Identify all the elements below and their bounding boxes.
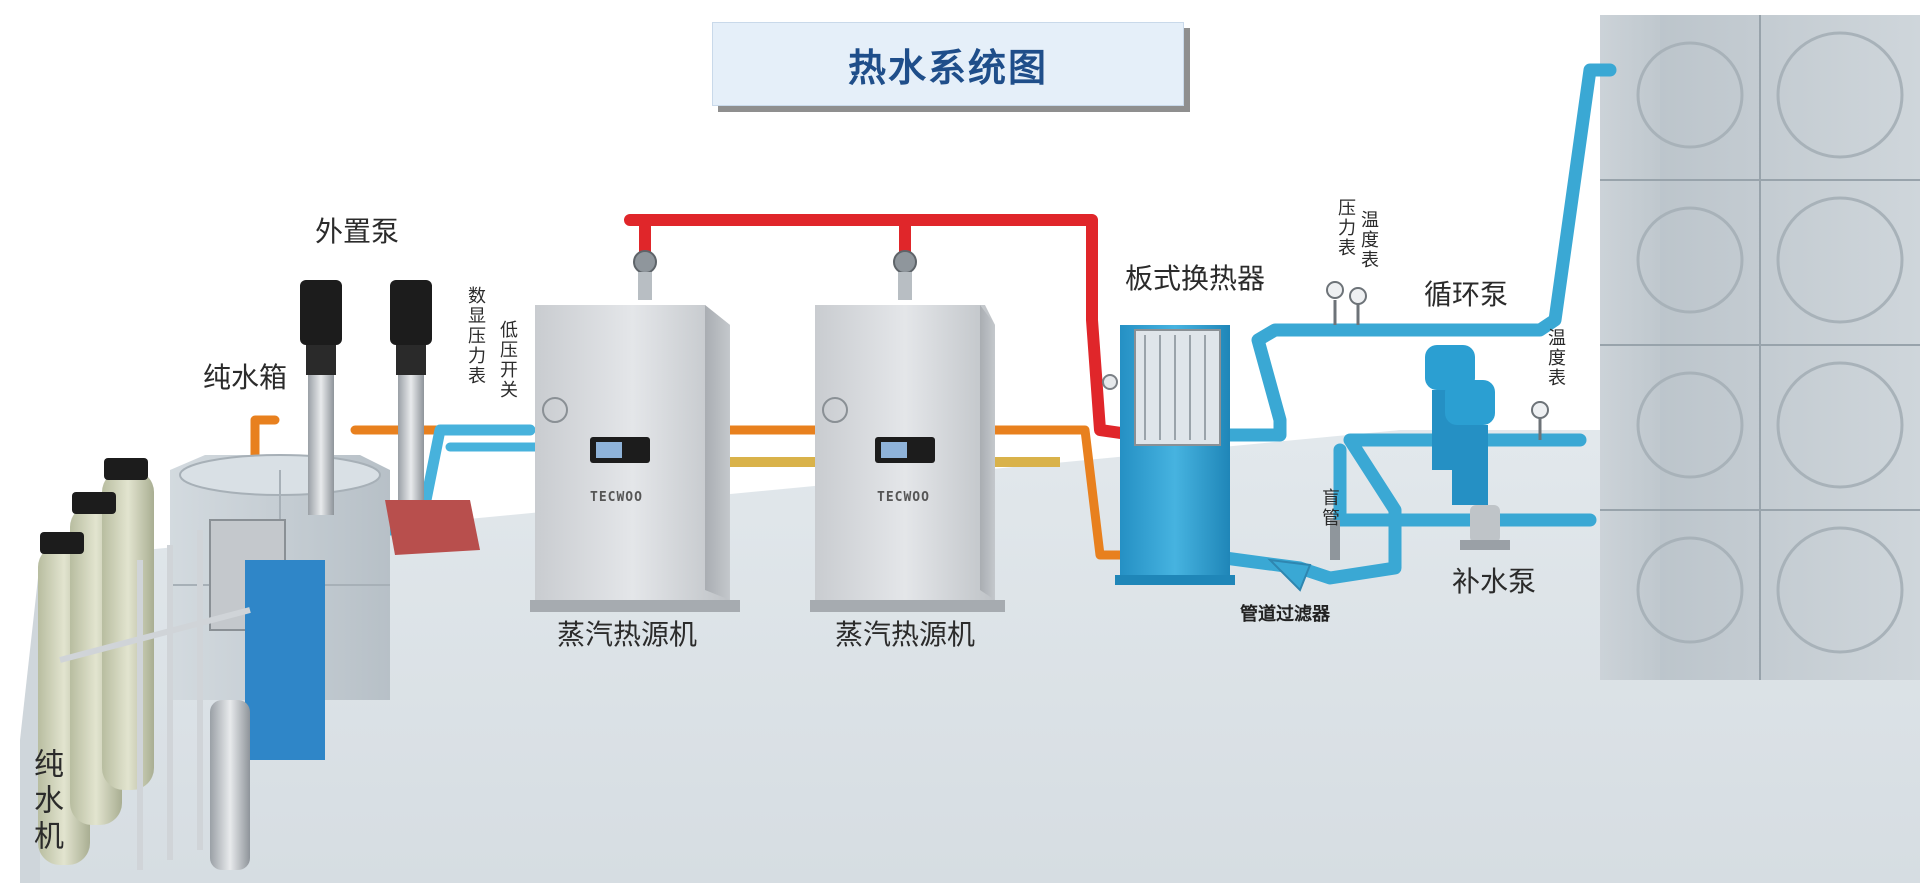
- steam-valve-2: [893, 250, 917, 300]
- external-pump-2: [390, 280, 432, 515]
- label-pipeline-filter: 管道过滤器: [1240, 604, 1330, 625]
- label-external-pump: 外置泵: [315, 215, 400, 248]
- label-circulation-pump: 循环泵: [1424, 278, 1509, 311]
- storage-tank: [1600, 15, 1920, 680]
- label-digital-pressure-gauge: 数显压力表: [465, 286, 486, 386]
- brand-label-unit-1: TECWOO: [590, 490, 643, 505]
- steam-heat-source-1: [530, 305, 740, 612]
- label-low-pressure-switch: 低压开关: [497, 320, 518, 400]
- floor-edge: [20, 560, 40, 883]
- label-temperature-gauge-2: 温度表: [1545, 328, 1566, 388]
- steam-valve-1: [633, 250, 657, 300]
- diagram-title: 热水系统图: [847, 45, 1048, 90]
- pipeline-filter: [1267, 558, 1312, 592]
- floor: [40, 430, 1920, 883]
- title-box: 热水系统图: [712, 22, 1184, 106]
- plate-heat-exchanger: [1102, 325, 1235, 585]
- brand-label-unit-2: TECWOO: [877, 490, 930, 505]
- pressure-gauge: [1326, 281, 1344, 325]
- circulation-pump-2: [1445, 380, 1495, 505]
- steam-heat-source-2: [810, 305, 1005, 612]
- label-blind-pipe: 盲管: [1319, 488, 1340, 528]
- label-pressure-gauge: 压力表: [1335, 198, 1356, 258]
- pure-water-machine: [38, 458, 325, 870]
- label-steam-heat-source-2: 蒸汽热源机: [835, 618, 976, 651]
- label-makeup-pump: 补水泵: [1452, 565, 1537, 598]
- temperature-gauge-2: [1531, 401, 1549, 440]
- external-pump-1: [300, 280, 342, 515]
- label-temperature-gauge-1: 温度表: [1358, 210, 1379, 270]
- label-plate-heat-exchanger: 板式换热器: [1125, 262, 1266, 295]
- temperature-gauge: [1349, 287, 1367, 325]
- label-steam-heat-source-1: 蒸汽热源机: [557, 618, 698, 651]
- label-pure-water-machine: 纯水机: [28, 748, 63, 856]
- makeup-pump: [1460, 505, 1510, 550]
- blind-pipe: [1330, 520, 1340, 560]
- label-pure-water-tank: 纯水箱: [203, 361, 288, 394]
- pump-base: [385, 500, 480, 555]
